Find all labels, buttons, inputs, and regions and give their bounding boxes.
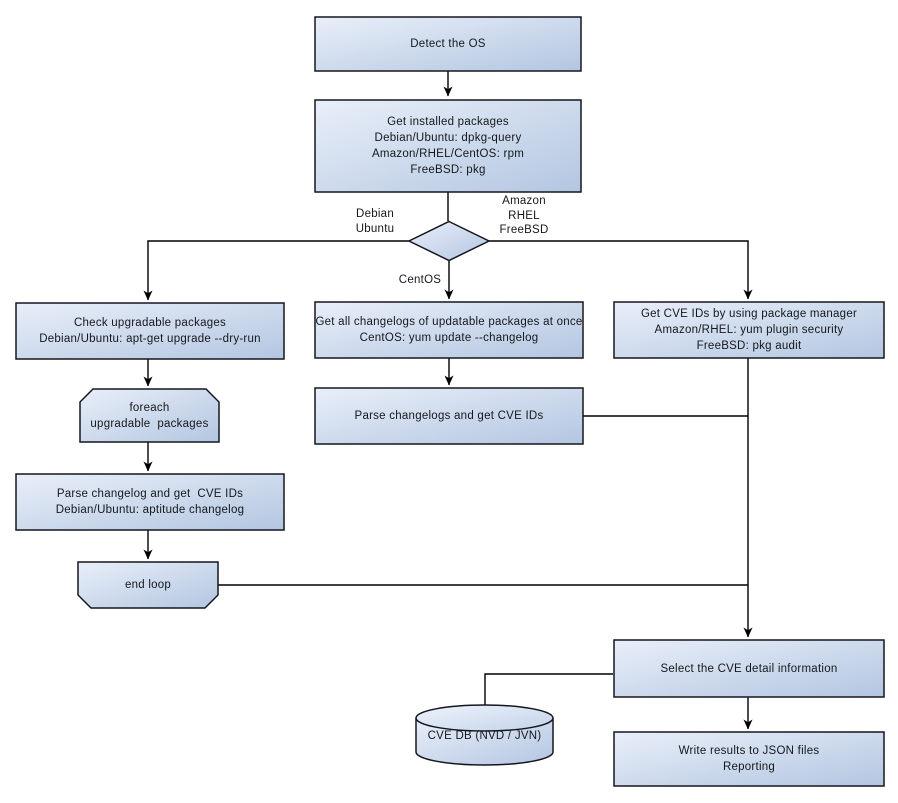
edge-decision-to-check-upgradable [143, 240, 409, 301]
node-foreach-loop-shape [79, 388, 220, 443]
node-check-upgradable-shape [15, 302, 285, 360]
node-cve-db-cylinder-top [415, 704, 554, 732]
node-get-installed-packages-shape [314, 99, 582, 193]
node-get-cve-ids-pkg-manager-shape [613, 301, 885, 359]
node-end-loop-shape [77, 561, 219, 609]
node-detect-os-shape [314, 16, 582, 72]
node-select-cve-detail-shape [613, 639, 885, 698]
node-parse-changelogs-centos-shape [314, 387, 584, 445]
node-get-all-changelogs-shape [314, 301, 584, 359]
edge-select-to-cvedb [484, 673, 613, 705]
edge-decision-to-get-cve-ids [489, 240, 753, 300]
node-write-results-shape [613, 731, 885, 787]
node-parse-changelog-debian-shape [15, 473, 285, 531]
node-os-decision-diamond [407, 220, 491, 262]
